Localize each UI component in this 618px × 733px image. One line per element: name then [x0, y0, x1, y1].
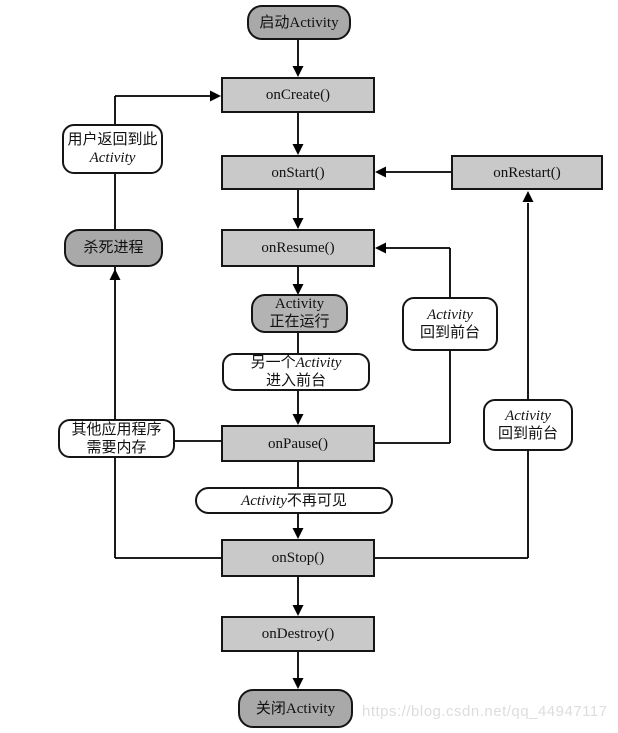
node-kill-process-label: 杀死进程 — [83, 240, 144, 256]
connector-onstop-to-ondestroy — [292, 577, 304, 616]
node-another-activity-line1-prefix: 另一个 — [250, 355, 296, 371]
watermark: https://blog.csdn.net/qq_44947117 — [362, 703, 608, 720]
node-onpause: onPause() — [221, 425, 375, 462]
node-user-returns: 用户返回到此 Activity — [62, 124, 163, 174]
node-other-apps-line2: 需要内存 — [86, 439, 147, 456]
node-back-to-foreground-upper-line2: 回到前台 — [419, 325, 480, 341]
node-onstart-label: onStart() — [271, 164, 325, 181]
connector-onstart-to-onresume — [292, 190, 304, 229]
node-kill-process: 杀死进程 — [64, 229, 163, 267]
node-onstop: onStop() — [221, 539, 375, 577]
connector-notvisible-to-onstop — [292, 514, 304, 539]
node-onrestart-label: onRestart() — [493, 164, 561, 181]
node-another-activity: 另一个Activity 进入前台 — [222, 353, 370, 391]
node-back-to-foreground-upper-line1: Activity — [427, 307, 473, 323]
node-onresume: onResume() — [221, 229, 375, 267]
node-activity-running-line2: 正在运行 — [269, 313, 330, 330]
node-oncreate: onCreate() — [221, 77, 375, 113]
connector-onresume-to-running — [292, 267, 304, 295]
connector-oncreate-to-onstart — [292, 113, 304, 155]
node-not-visible-italic: Activity — [241, 492, 287, 509]
connector-another-to-onpause — [292, 391, 304, 425]
node-other-apps-need-memory: 其他应用程序 需要内存 — [58, 419, 175, 458]
node-back-to-foreground-lower-line1: Activity — [505, 408, 551, 424]
node-back-to-foreground-upper: Activity 回到前台 — [402, 297, 498, 351]
connector-onstop-to-onrestart — [375, 191, 534, 559]
node-onresume-label: onResume() — [261, 240, 335, 256]
node-activity-running-line1: Activity — [274, 296, 325, 313]
connector-onrestart-to-onstart — [375, 166, 451, 178]
node-another-activity-line1-italic: Activity — [295, 355, 342, 371]
node-back-to-foreground-lower-line2: 回到前台 — [497, 426, 558, 442]
node-activity-running: Activity 正在运行 — [251, 294, 348, 333]
node-onstart: onStart() — [221, 155, 375, 190]
node-another-activity-line1: 另一个Activity — [251, 354, 342, 372]
connector-start-to-oncreate — [292, 40, 304, 77]
node-close-activity: 关闭Activity — [238, 689, 353, 728]
node-start-activity-label: 启动Activity — [259, 14, 339, 31]
node-user-returns-line1: 用户返回到此 — [67, 132, 158, 148]
node-onpause-label: onPause() — [268, 435, 328, 452]
node-other-apps-line1: 其他应用程序 — [71, 421, 162, 438]
node-ondestroy: onDestroy() — [221, 616, 375, 652]
node-oncreate-label: onCreate() — [265, 87, 331, 103]
node-not-visible-rest: 不再可见 — [286, 492, 347, 509]
node-another-activity-line2: 进入前台 — [265, 373, 326, 389]
node-onrestart: onRestart() — [451, 155, 603, 190]
connector-ondestroy-to-close — [292, 652, 304, 689]
node-back-to-foreground-lower: Activity 回到前台 — [483, 399, 573, 451]
node-user-returns-line2: Activity — [89, 150, 136, 166]
node-close-activity-label: 关闭Activity — [255, 700, 336, 717]
node-ondestroy-label: onDestroy() — [261, 626, 335, 642]
node-onstop-label: onStop() — [271, 550, 325, 566]
node-start-activity: 启动Activity — [247, 5, 351, 40]
